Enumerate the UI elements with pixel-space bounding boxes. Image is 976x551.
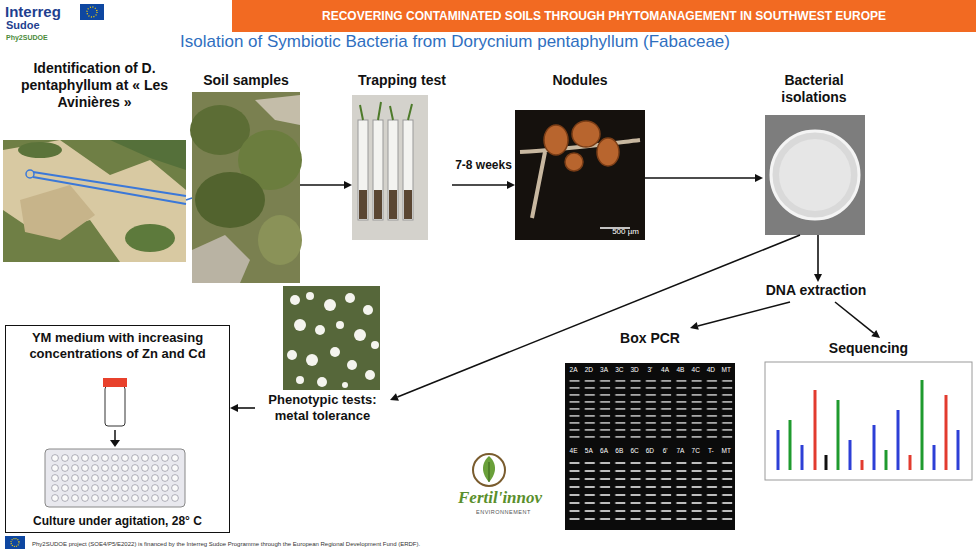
connector-line [238,407,255,409]
trapping-photo [352,95,428,240]
site-step: Identification of D. pentaphyllum at « L… [3,60,186,262]
project-logo: Phy2SUDOE [6,33,48,42]
lane-label: 2A [566,366,581,374]
petri-dish-photo [765,115,865,235]
lane-label: 2D [581,366,596,374]
connector-line [452,184,507,186]
scale-bar-label: 500 µm [612,227,639,237]
lane-label: 7C [688,447,703,455]
connector-line [397,235,800,397]
phenotype-step: Phenotypic tests: metal tolerance [255,388,390,428]
fertilinnov-logo [473,454,505,486]
lane-label: 5A [581,447,596,455]
dna-step: DNA extraction [755,282,877,302]
pcr-step: Box PCR [565,328,735,530]
connector-arrow [690,302,790,330]
arrow-head [344,181,352,189]
connector-line [645,177,755,179]
connector-arrow [300,181,352,189]
lane-label: 3C [612,366,627,374]
logo-word: Interreg [5,3,61,20]
connector-line [817,235,819,274]
lane-label: 4B [673,366,688,374]
diagram-title: Isolation of Symbiotic Bacteria from Dor… [140,31,770,52]
step-heading: Sequencing [765,338,972,357]
lane-label: 4A [658,366,673,374]
chromatogram [765,362,972,480]
banner-title: RECOVERING CONTAMINATED SOILS THROUGH PH… [232,0,976,32]
connector-arrow [230,404,255,412]
connector-line [698,302,790,326]
culture-illustration [45,378,185,507]
lane-label: 6C [627,447,642,455]
lane-label: 3D [627,366,642,374]
lane-label: T- [703,447,718,455]
gel-image [565,363,735,530]
culture-box: YM medium with increasing concentrations… [5,325,230,533]
company-logo-subtext: ENVIRONNEMENT [476,509,531,516]
isolation-step: Bacterial isolations [763,72,865,235]
arrow-head [507,181,515,189]
step-heading: Phenotypic tests: metal tolerance [255,388,390,424]
box-caption: Culture under agitation, 28° C [11,514,224,528]
nodules-photo [515,110,645,240]
footer-eu-flag [5,536,25,549]
step-heading: Identification of D. pentaphyllum at « L… [15,60,175,111]
connector-arrow [814,235,822,282]
lane-label: 4D [703,366,718,374]
connector-line [186,198,192,200]
connector-arrow [452,181,515,189]
lane-label: MT [719,447,734,455]
arrow-head [871,330,880,338]
step-heading: Trapping test [352,72,452,89]
logo-word: Sudoe [6,19,40,32]
step-heading: DNA extraction [755,282,877,299]
company-logo-text: Fertil'innov [458,488,542,508]
lane-label: 6' [658,447,673,455]
box-heading: YM medium with increasing concentrations… [11,330,224,362]
lane-label: 6A [597,447,612,455]
lane-label: MT [719,366,734,374]
step-heading: Soil samples [192,72,300,89]
step-heading: Bacterial isolations [763,72,865,106]
step-heading: Nodules [515,72,645,89]
connector-arrow [186,198,192,200]
connector-arrow [835,302,880,338]
soil-photo [190,92,302,283]
arrow-head [814,274,822,282]
connector-line [835,302,874,333]
arrow-head [690,322,699,330]
connector-arrow [645,174,763,182]
flower-photo [283,286,380,390]
funding-footer: Phy2SUDOE project (SOE4/P5/E2022) is fin… [32,540,420,548]
banner-bar [232,0,976,32]
nodules-step: Nodules 500 µm [515,72,645,240]
connector-arrow [390,235,800,401]
lane-label: 6D [642,447,657,455]
lane-label: 7A [673,447,688,455]
lane-label: 3' [642,366,657,374]
arrow-head [230,404,238,412]
lane-label: 6B [612,447,627,455]
sequencing-step: Sequencing [765,338,972,480]
sampling-step: Soil samples [192,72,300,283]
edge-label: 7-8 weeks [453,158,514,172]
trapping-step: Trapping test [352,72,452,240]
arrow-head [390,393,399,400]
lane-label: 3A [597,366,612,374]
aerial-photo [3,140,186,262]
arrow-head [755,174,763,182]
lane-label: 4E [566,447,581,455]
eu-flag [80,4,104,20]
connector-line [300,184,344,186]
lane-label: 4C [688,366,703,374]
step-heading: Box PCR [565,328,735,347]
